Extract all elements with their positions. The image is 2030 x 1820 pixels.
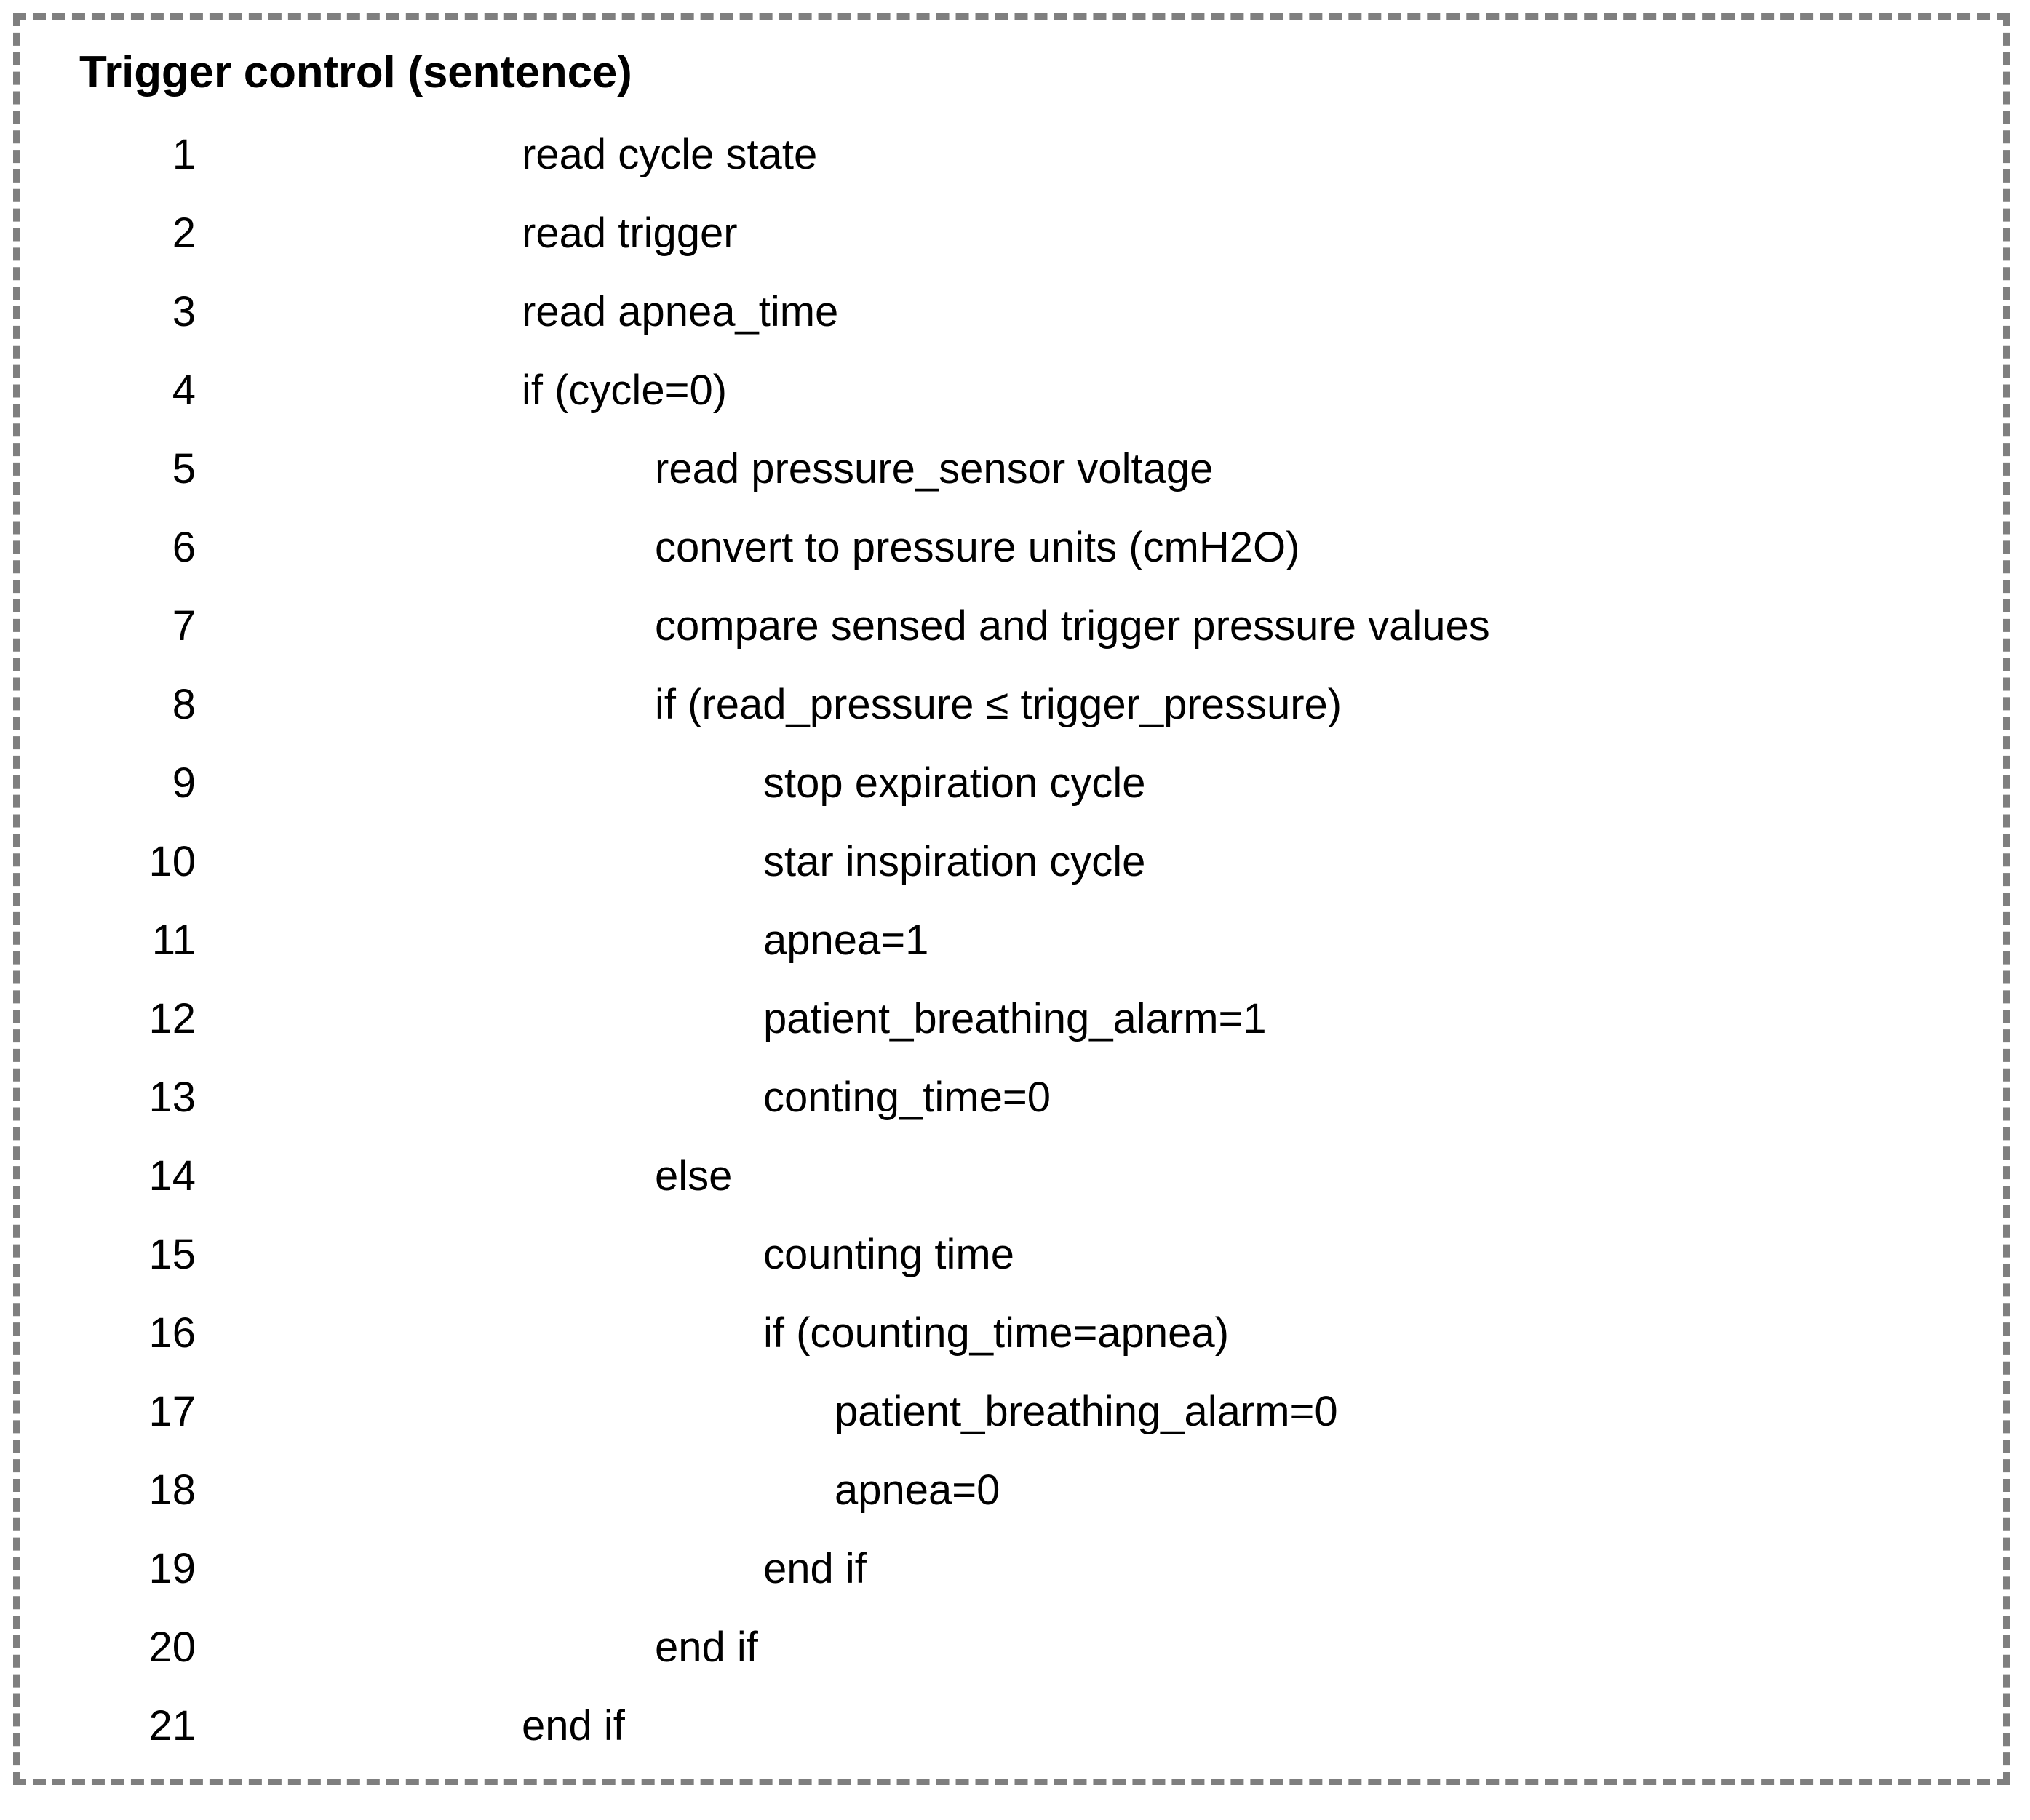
pseudocode-title: Trigger control (sentence) xyxy=(79,47,632,97)
line-number: 7 xyxy=(172,602,196,650)
line-number: 9 xyxy=(172,759,196,807)
code-line: 3 read apnea_time xyxy=(20,273,2003,351)
line-number: 2 xyxy=(172,209,196,257)
code-line: 15 counting time xyxy=(20,1216,2003,1294)
code-line: 14 else xyxy=(20,1137,2003,1216)
line-number: 16 xyxy=(148,1309,196,1357)
code-line: 21 end if xyxy=(20,1687,2003,1765)
line-text: read apnea_time xyxy=(522,288,839,335)
line-text: end if xyxy=(763,1545,867,1592)
line-number: 3 xyxy=(172,288,196,335)
line-number: 20 xyxy=(148,1624,196,1671)
line-text: apnea=1 xyxy=(763,917,929,964)
line-number: 10 xyxy=(148,838,196,885)
code-line: 17 patient_breathing_alarm=0 xyxy=(20,1373,2003,1451)
code-line: 19 end if xyxy=(20,1530,2003,1608)
code-line: 4 if (cycle=0) xyxy=(20,351,2003,430)
line-number: 11 xyxy=(151,917,196,964)
line-text: compare sensed and trigger pressure valu… xyxy=(655,602,1490,650)
code-line: 11 apnea=1 xyxy=(20,901,2003,980)
line-number: 14 xyxy=(148,1152,196,1200)
code-line: 20 end if xyxy=(20,1608,2003,1687)
pseudocode-block: Trigger control (sentence) 1 read cycle s… xyxy=(20,20,2003,1779)
code-line: 9 stop expiration cycle xyxy=(20,744,2003,823)
code-line: 2 read trigger xyxy=(20,194,2003,273)
line-text: patient_breathing_alarm=0 xyxy=(835,1388,1338,1435)
line-number: 6 xyxy=(172,524,196,571)
line-number: 12 xyxy=(148,995,196,1042)
line-number: 21 xyxy=(148,1702,196,1749)
line-number: 4 xyxy=(172,367,196,414)
line-number: 13 xyxy=(148,1074,196,1121)
code-line: 12 patient_breathing_alarm=1 xyxy=(20,980,2003,1058)
line-text: read cycle state xyxy=(522,131,818,178)
line-number: 8 xyxy=(172,681,196,728)
code-line: 18 apnea=0 xyxy=(20,1451,2003,1530)
line-number: 15 xyxy=(148,1231,196,1278)
line-text: if (read_pressure ≤ trigger_pressure) xyxy=(655,681,1342,728)
line-number: 5 xyxy=(172,445,196,492)
line-text: end if xyxy=(522,1702,625,1749)
line-text: read pressure_sensor voltage xyxy=(655,445,1214,492)
line-text: end if xyxy=(655,1624,758,1671)
code-line: 8 if (read_pressure ≤ trigger_pressure) xyxy=(20,666,2003,744)
line-text: star inspiration cycle xyxy=(763,838,1146,885)
code-line: 1 read cycle state xyxy=(20,116,2003,194)
line-text: conting_time=0 xyxy=(763,1074,1051,1121)
code-line: 5 read pressure_sensor voltage xyxy=(20,430,2003,508)
line-text: else xyxy=(655,1152,733,1200)
line-text: if (counting_time=apnea) xyxy=(763,1309,1230,1357)
line-text: stop expiration cycle xyxy=(763,759,1146,807)
code-line: 7 compare sensed and trigger pressure val… xyxy=(20,587,2003,666)
pseudocode-dashed-frame: Trigger control (sentence) 1 read cycle s… xyxy=(13,13,2010,1785)
line-text: read trigger xyxy=(522,209,738,257)
code-line: 10 star inspiration cycle xyxy=(20,823,2003,901)
line-number: 1 xyxy=(172,131,196,178)
code-line-list: 1 read cycle state 2 read trigger 3 read apne… xyxy=(20,116,2003,1765)
code-line: 6 convert to pressure units (cmH2O) xyxy=(20,508,2003,587)
line-text: counting time xyxy=(763,1231,1014,1278)
line-text: convert to pressure units (cmH2O) xyxy=(655,524,1300,571)
line-text: patient_breathing_alarm=1 xyxy=(763,995,1267,1042)
line-number: 17 xyxy=(148,1388,196,1435)
line-number: 19 xyxy=(148,1545,196,1592)
line-text: apnea=0 xyxy=(835,1466,1000,1514)
line-number: 18 xyxy=(148,1466,196,1514)
code-line: 13 conting_time=0 xyxy=(20,1058,2003,1137)
line-text: if (cycle=0) xyxy=(522,367,728,414)
code-line: 16 if (counting_time=apnea) xyxy=(20,1294,2003,1373)
